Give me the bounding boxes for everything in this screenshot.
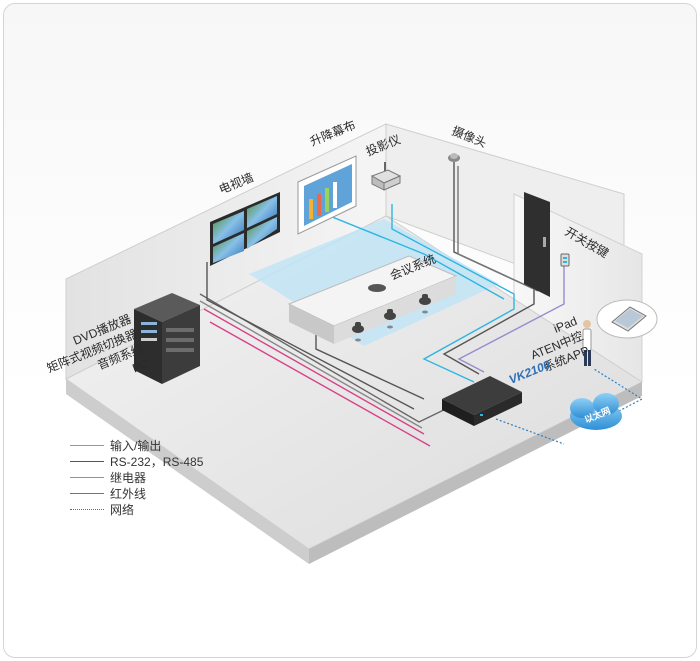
ipad-callout [596, 299, 658, 339]
io-cable [457, 266, 565, 373]
video-wall [210, 192, 280, 266]
legend-item-network: 网络 [70, 502, 270, 518]
ethernet-cloud [570, 393, 622, 430]
legend-label-ir: 红外线 [110, 487, 147, 501]
room-base-right [309, 382, 642, 564]
legend-swatch-relay [70, 477, 104, 478]
switch-button [560, 253, 570, 267]
legend-swatch-io [70, 445, 104, 446]
diagram-frame: 电视墙 升降幕布 投影仪 摄像头 开关按键 会议系统 DVD播放器 矩阵式视频切… [3, 3, 697, 658]
rs-cable-wall [206, 262, 415, 410]
legend-label-rs: RS-232，RS-485 [110, 455, 204, 469]
legend-item-io: 输入/输出 [70, 438, 270, 454]
legend-label-relay: 继电器 [110, 471, 147, 485]
conference-room-diagram: 电视墙 升降幕布 投影仪 摄像头 开关按键 会议系统 DVD播放器 矩阵式视频切… [44, 118, 658, 564]
device-label-pc: PC [130, 356, 151, 375]
network-line [495, 418, 565, 445]
legend-swatch-ir [70, 493, 104, 494]
legend-swatch-rs [70, 461, 104, 462]
person [582, 320, 592, 366]
rs-cable-cam [442, 162, 535, 375]
legend-label-io: 输入/输出 [110, 439, 162, 453]
ir-cable-2 [209, 321, 431, 447]
door [524, 192, 550, 297]
rs-cable-2 [199, 300, 423, 429]
conference-table [287, 255, 458, 344]
chairs [352, 294, 431, 342]
projection-screen [297, 155, 357, 235]
legend-item-ir: 红外线 [70, 486, 270, 502]
legend: 输入/输出 RS-232，RS-485 继电器 红外线 网络 [70, 438, 270, 518]
camera [448, 153, 460, 162]
vk2100-controller [442, 376, 522, 426]
equipment-rack [134, 293, 200, 384]
legend-swatch-network [70, 509, 104, 510]
legend-item-rs: RS-232，RS-485 [70, 454, 270, 470]
legend-item-relay: 继电器 [70, 470, 270, 486]
projector [370, 162, 402, 191]
room-base [66, 379, 309, 564]
rs-cable-cam-2 [457, 166, 539, 292]
legend-label-network: 网络 [110, 503, 135, 517]
relay-cable [391, 204, 515, 383]
ir-cable [203, 308, 425, 435]
